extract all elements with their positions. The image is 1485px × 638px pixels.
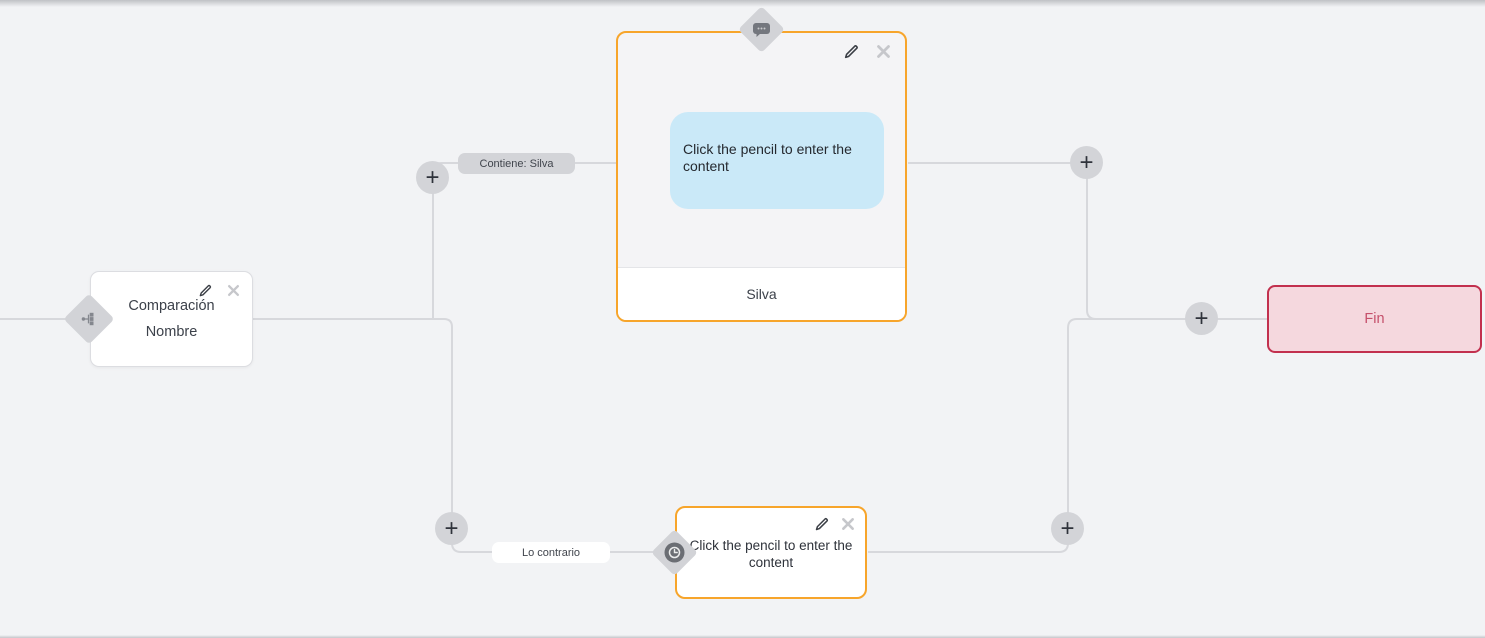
edge-label-match: Contiene: Silva xyxy=(458,153,575,174)
add-step-button-top-right[interactable]: + xyxy=(1070,146,1103,179)
delete-condition-button[interactable] xyxy=(227,284,240,297)
message-footer-label: Silva xyxy=(746,286,777,302)
condition-title: Comparación xyxy=(128,298,215,314)
message-node[interactable]: Click the pencil to enter the content Si… xyxy=(616,31,907,322)
end-node-label: Fin xyxy=(1364,311,1385,327)
end-node[interactable]: Fin xyxy=(1267,285,1482,353)
delete-message-button[interactable] xyxy=(876,44,891,59)
message-bubble: Click the pencil to enter the content xyxy=(670,112,884,209)
delay-node[interactable]: Click the pencil to enter the content xyxy=(675,506,867,599)
condition-node[interactable]: Comparación Nombre xyxy=(90,271,253,367)
add-step-button-before-end[interactable]: + xyxy=(1185,302,1218,335)
edge-label-else: Lo contrario xyxy=(492,542,610,563)
delete-delay-button[interactable] xyxy=(841,517,855,531)
edit-delay-button[interactable] xyxy=(814,516,830,532)
bottom-shadow xyxy=(0,635,1485,638)
add-step-button-bottom-right[interactable]: + xyxy=(1051,512,1084,545)
close-icon xyxy=(842,518,854,530)
branch-icon xyxy=(81,311,97,327)
message-placeholder: Click the pencil to enter the content xyxy=(683,141,852,174)
add-step-button-bottom-left[interactable]: + xyxy=(435,512,468,545)
close-icon xyxy=(227,284,240,297)
pencil-icon xyxy=(199,284,212,297)
message-icon xyxy=(752,22,771,38)
message-footer: Silva xyxy=(618,267,905,320)
pencil-icon xyxy=(844,45,858,59)
pencil-icon xyxy=(815,517,829,531)
condition-variable: Nombre xyxy=(145,324,198,340)
clock-icon xyxy=(664,542,685,563)
edit-condition-button[interactable] xyxy=(198,283,213,298)
delay-placeholder: Click the pencil to enter the content xyxy=(689,538,853,570)
close-icon xyxy=(877,45,890,58)
add-step-button-top-left[interactable]: + xyxy=(416,161,449,194)
top-shadow xyxy=(0,0,1485,7)
edit-message-button[interactable] xyxy=(843,43,860,60)
